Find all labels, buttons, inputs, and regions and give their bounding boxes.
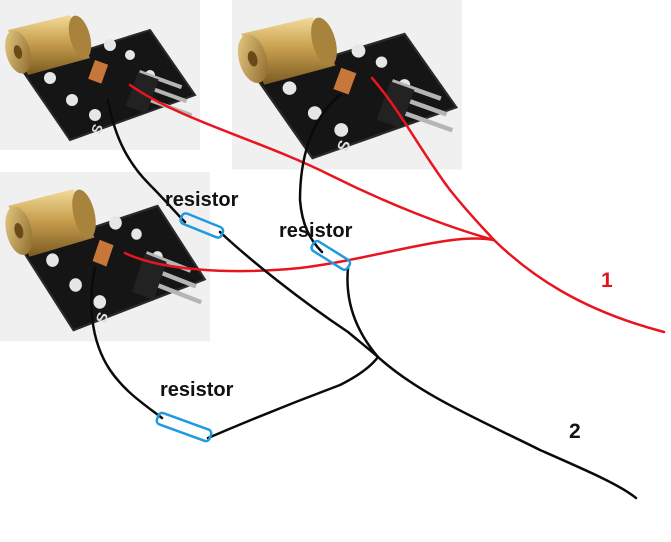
resistors	[155, 212, 352, 443]
resistor-label-bottom: resistor	[160, 379, 234, 401]
wire-label-1: 1	[601, 269, 613, 292]
laser-module-icon	[230, 0, 464, 171]
black-wire-output-2	[376, 355, 638, 500]
laser-module-icon	[0, 0, 201, 151]
black-wire-top-right-a	[298, 93, 342, 254]
red-wire-top-right	[370, 76, 496, 242]
black-wire-top-left-b	[218, 230, 380, 359]
black-wire-top-left-a	[106, 98, 187, 224]
resistor-top-left	[179, 212, 225, 239]
wire-label-2: 2	[569, 420, 581, 443]
red-wires	[123, 76, 666, 334]
red-wire-top-left	[128, 83, 496, 242]
black-wire-top-right-b	[346, 266, 380, 359]
resistor-middle	[310, 239, 352, 271]
black-wire-bottom-left-b	[206, 355, 380, 440]
red-wire-output-1	[492, 238, 666, 334]
resistor-label-middle: resistor	[279, 220, 353, 242]
laser-module-top-right	[230, 0, 464, 171]
laser-module-top-left	[0, 0, 201, 151]
black-wires	[90, 93, 638, 500]
red-wire-bottom-left	[123, 237, 496, 273]
resistor-label-top-left: resistor	[165, 189, 239, 211]
black-wire-bottom-left-a	[90, 266, 164, 420]
resistor-bottom	[155, 411, 213, 443]
